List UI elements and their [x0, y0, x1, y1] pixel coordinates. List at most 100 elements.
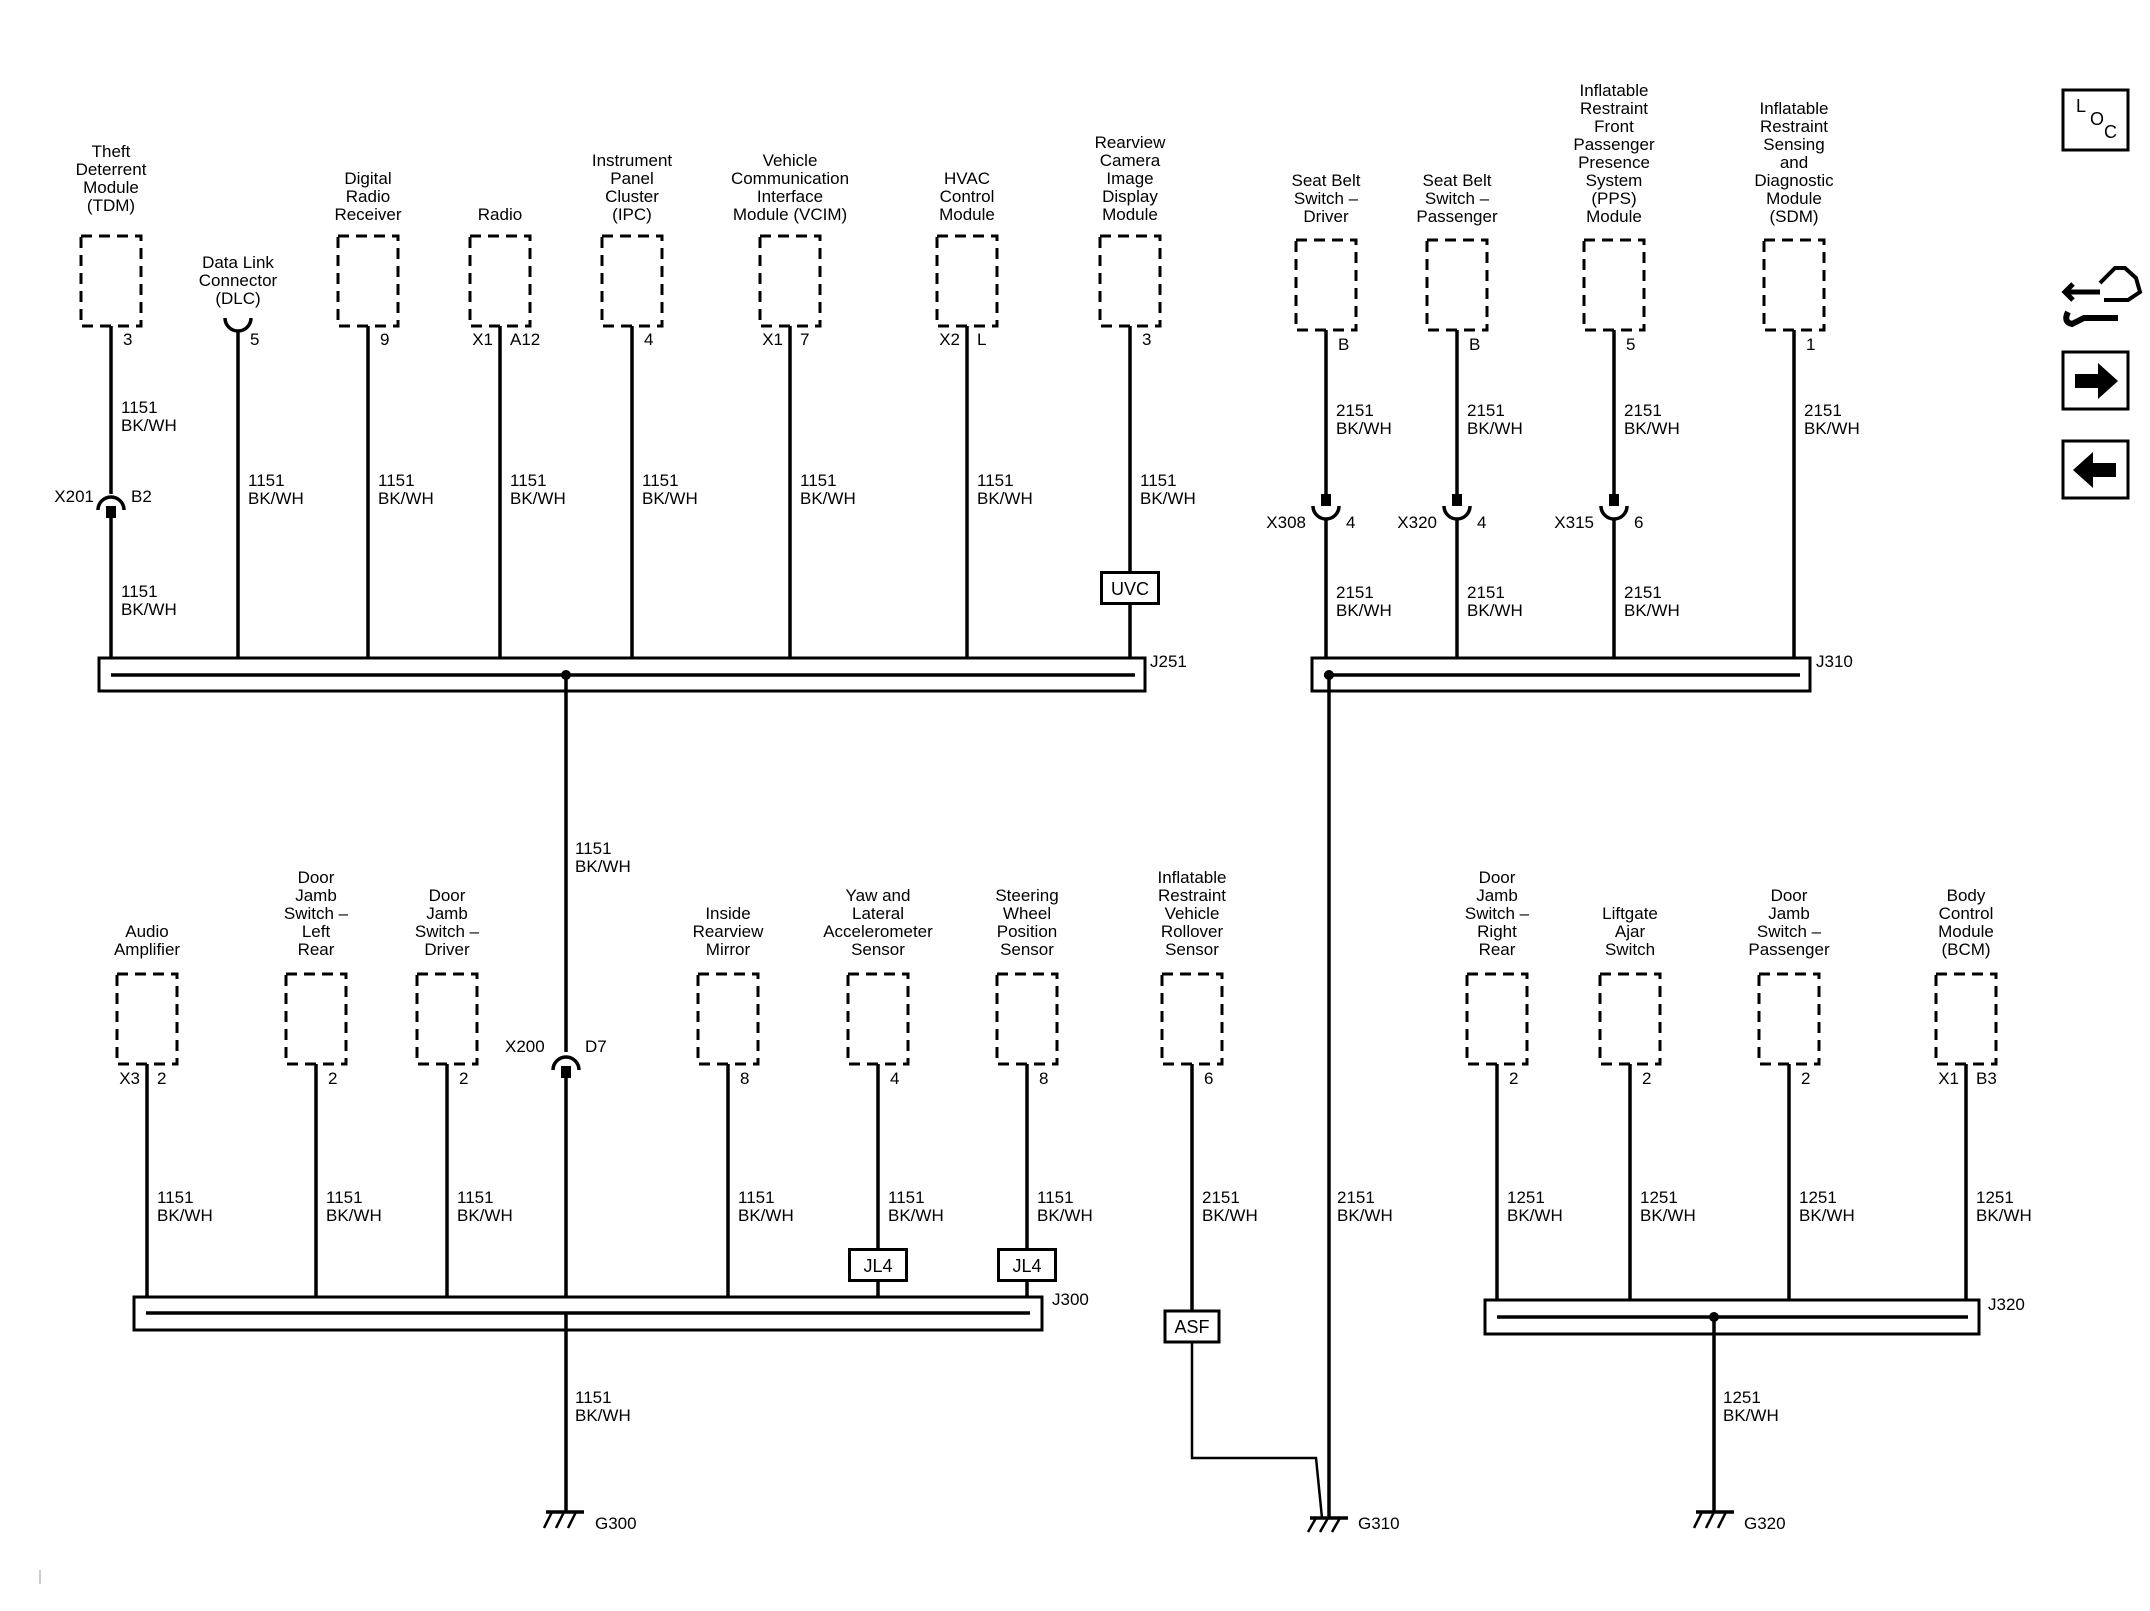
module-label: Ajar: [1615, 922, 1646, 941]
module-label: Control: [1939, 904, 1994, 923]
splice-label-j251: J251: [1150, 652, 1187, 671]
module-label: Jamb: [295, 886, 337, 905]
module-label: Vehicle: [763, 151, 818, 170]
wire-color: BK/WH: [457, 1206, 513, 1225]
location-button[interactable]: L O C: [2061, 88, 2130, 152]
module-label: Switch –: [1425, 189, 1490, 208]
pin-number: B: [1469, 335, 1480, 354]
previous-page-button[interactable]: [2061, 439, 2130, 500]
wire-color: BK/WH: [642, 489, 698, 508]
module-box: [1294, 238, 1358, 332]
wire-number: 2151: [1202, 1188, 1240, 1207]
pin-number: 4: [644, 330, 653, 349]
wire-color: BK/WH: [1640, 1206, 1696, 1225]
module-box: [1757, 972, 1821, 1066]
module-box: [696, 972, 760, 1066]
wire-color: BK/WH: [248, 489, 304, 508]
module-label: Image: [1106, 169, 1153, 188]
pin-number: 9: [380, 330, 389, 349]
module-rcam[interactable]: RearviewCameraImageDisplayModule3UVC1151…: [1095, 133, 1196, 680]
tag-label: JL4: [1012, 1256, 1041, 1276]
wire-color: BK/WH: [510, 489, 566, 508]
harness-connector-button[interactable]: [2061, 266, 2143, 328]
pin-number: B: [1338, 335, 1349, 354]
pin-number: 2: [1801, 1069, 1810, 1088]
module-label: Theft: [92, 142, 131, 161]
wire-number: 1151: [326, 1188, 363, 1207]
module-sdm[interactable]: InflatableRestraintSensingandDiagnosticM…: [1754, 99, 1860, 680]
wire-color: BK/WH: [326, 1206, 382, 1225]
wire-number: 1151: [977, 471, 1014, 490]
wire-number: 2151: [1624, 401, 1662, 420]
module-label: Audio: [125, 922, 168, 941]
module-box: [79, 234, 143, 328]
pin-number: 4: [890, 1069, 899, 1088]
wire-number: 1251: [1976, 1188, 2014, 1207]
inline-pin-d7: D7: [585, 1037, 607, 1056]
module-box: [758, 234, 822, 328]
wire-number: 1251: [1640, 1188, 1678, 1207]
wire-number: 1151: [157, 1188, 194, 1207]
module-label: Lateral: [852, 904, 904, 923]
inline-pin: 4: [1346, 513, 1355, 532]
module-label: Sensor: [1000, 940, 1054, 959]
module-label: Module: [1586, 207, 1642, 226]
next-page-button[interactable]: [2061, 350, 2130, 411]
module-label: System: [1586, 171, 1643, 190]
module-label: Steering: [995, 886, 1058, 905]
module-label: Door: [1771, 886, 1808, 905]
tag-jl4: [997, 1248, 1057, 1282]
tag-asf: [1163, 1309, 1221, 1344]
module-label: Left: [302, 922, 331, 941]
pin-number: 7: [800, 330, 809, 349]
pin-number: 2: [157, 1069, 166, 1088]
inline-connector: X315: [1554, 513, 1594, 532]
pin-number: 2: [328, 1069, 337, 1088]
module-label: (IPC): [612, 205, 652, 224]
tag-jl4: [848, 1248, 908, 1282]
wire-color: BK/WH: [121, 416, 177, 435]
module-pps[interactable]: InflatableRestraintFrontPassengerPresenc…: [1554, 81, 1680, 675]
module-yaw[interactable]: Yaw andLateralAccelerometerSensor4JL4115…: [823, 886, 944, 1318]
module-label: Door: [429, 886, 466, 905]
module-label: Module: [1938, 922, 1994, 941]
splice-label-j320: J320: [1988, 1295, 2025, 1314]
module-rollover[interactable]: InflatableRestraintVehicleRolloverSensor…: [1158, 868, 1324, 1519]
wire-color: BK/WH: [1336, 601, 1392, 620]
wire-number: 1151: [642, 471, 679, 490]
wire-color: BK/WH: [1804, 419, 1860, 438]
wire-color: BK/WH: [378, 489, 434, 508]
pin-number: L: [977, 330, 986, 349]
module-label: Instrument: [592, 151, 673, 170]
module-label: Control: [940, 187, 995, 206]
module-label: Inside: [705, 904, 750, 923]
module-label: Switch –: [1294, 189, 1359, 208]
loc-letter-l: L: [2076, 96, 2086, 116]
wire-number: 2151: [1624, 583, 1662, 602]
wire-color: BK/WH: [977, 489, 1033, 508]
module-box: [1762, 238, 1826, 332]
wire-color: BK/WH: [1467, 419, 1523, 438]
tag-label: UVC: [1111, 579, 1149, 599]
module-label: Sensor: [851, 940, 905, 959]
wire-color: BK/WH: [157, 1206, 213, 1225]
splice-label-j310: J310: [1816, 652, 1853, 671]
